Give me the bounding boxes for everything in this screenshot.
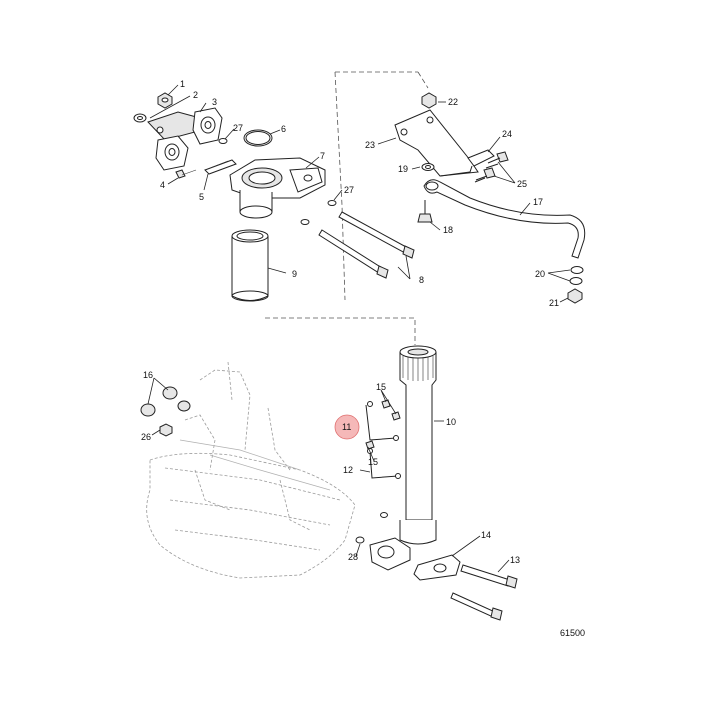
callout-27-lower[interactable]: 27 [344, 185, 354, 195]
spring-clip-part-5 [204, 159, 237, 175]
nut-part-21 [567, 288, 583, 304]
o-ring-part-6 [243, 129, 273, 147]
bolt-part-8-upper [338, 211, 415, 259]
washer-part-28 [355, 512, 388, 544]
callout-9[interactable]: 9 [292, 269, 297, 279]
washer-part-27-mid [300, 200, 337, 225]
callout-22[interactable]: 22 [448, 97, 458, 107]
callout-6[interactable]: 6 [281, 124, 286, 134]
callout-18[interactable]: 18 [443, 225, 453, 235]
callout-25[interactable]: 25 [517, 179, 527, 189]
washer-part-19 [421, 163, 435, 171]
callout-17[interactable]: 17 [533, 197, 543, 207]
assembly-dashed-lines [265, 71, 429, 345]
figure-number: 61500 [560, 628, 585, 638]
callout-23[interactable]: 23 [365, 140, 375, 150]
callout-4[interactable]: 4 [160, 180, 165, 190]
swivel-bracket-part-7 [229, 157, 326, 219]
callout-28[interactable]: 28 [348, 552, 358, 562]
callout-16[interactable]: 16 [143, 370, 153, 380]
callout-26[interactable]: 26 [141, 432, 151, 442]
callout-3[interactable]: 3 [212, 97, 217, 107]
callout-13[interactable]: 13 [510, 555, 520, 565]
callout-14[interactable]: 14 [481, 530, 491, 540]
nut-part-22 [421, 92, 437, 109]
bolts-part-25 [474, 151, 509, 183]
callout-7[interactable]: 7 [320, 151, 325, 161]
grease-line-part-11 [365, 401, 399, 441]
callout-20[interactable]: 20 [535, 269, 545, 279]
callout-labels: 1 2 3 4 5 6 7 8 9 10 11 12 13 14 15 15 1… [141, 79, 559, 565]
washers-part-20 [569, 266, 584, 285]
washer-part-27-top [218, 138, 228, 144]
housing-ghost-outline [146, 361, 356, 579]
callout-19[interactable]: 19 [398, 164, 408, 174]
bolt-part-8-lower [318, 229, 389, 279]
callout-11[interactable]: 11 [342, 422, 351, 432]
callout-10[interactable]: 10 [446, 417, 456, 427]
callout-8[interactable]: 8 [419, 275, 424, 285]
callout-12[interactable]: 12 [343, 465, 353, 475]
leader-lines [147, 84, 571, 573]
callout-2[interactable]: 2 [193, 90, 198, 100]
mount-bracket-part-3 [147, 107, 223, 171]
bolt-part-18 [417, 200, 433, 223]
yoke-part-14 [369, 537, 461, 581]
steering-column-part-10 [399, 345, 437, 545]
screws-part-15 [365, 399, 401, 450]
bolt-part-13 [460, 564, 518, 589]
callout-24[interactable]: 24 [502, 129, 512, 139]
bracket-part-23 [394, 109, 479, 177]
callout-21[interactable]: 21 [549, 298, 559, 308]
callout-27-upper[interactable]: 27 [233, 123, 243, 133]
callout-1[interactable]: 1 [180, 79, 185, 89]
callout-5[interactable]: 5 [199, 192, 204, 202]
steering-link-part-17 [423, 179, 586, 259]
bolt-part-13-lower [450, 592, 503, 621]
nut-part-1 [157, 92, 173, 109]
callout-11-highlight[interactable] [334, 414, 360, 440]
screw-part-4 [175, 169, 197, 179]
plate-part-24 [467, 149, 495, 167]
callout-15-upper[interactable]: 15 [376, 382, 386, 392]
washer-part-2 [133, 113, 147, 123]
callout-15-lower[interactable]: 15 [368, 457, 378, 467]
nut-part-26 [159, 423, 173, 437]
sleeve-part-9 [231, 229, 269, 302]
